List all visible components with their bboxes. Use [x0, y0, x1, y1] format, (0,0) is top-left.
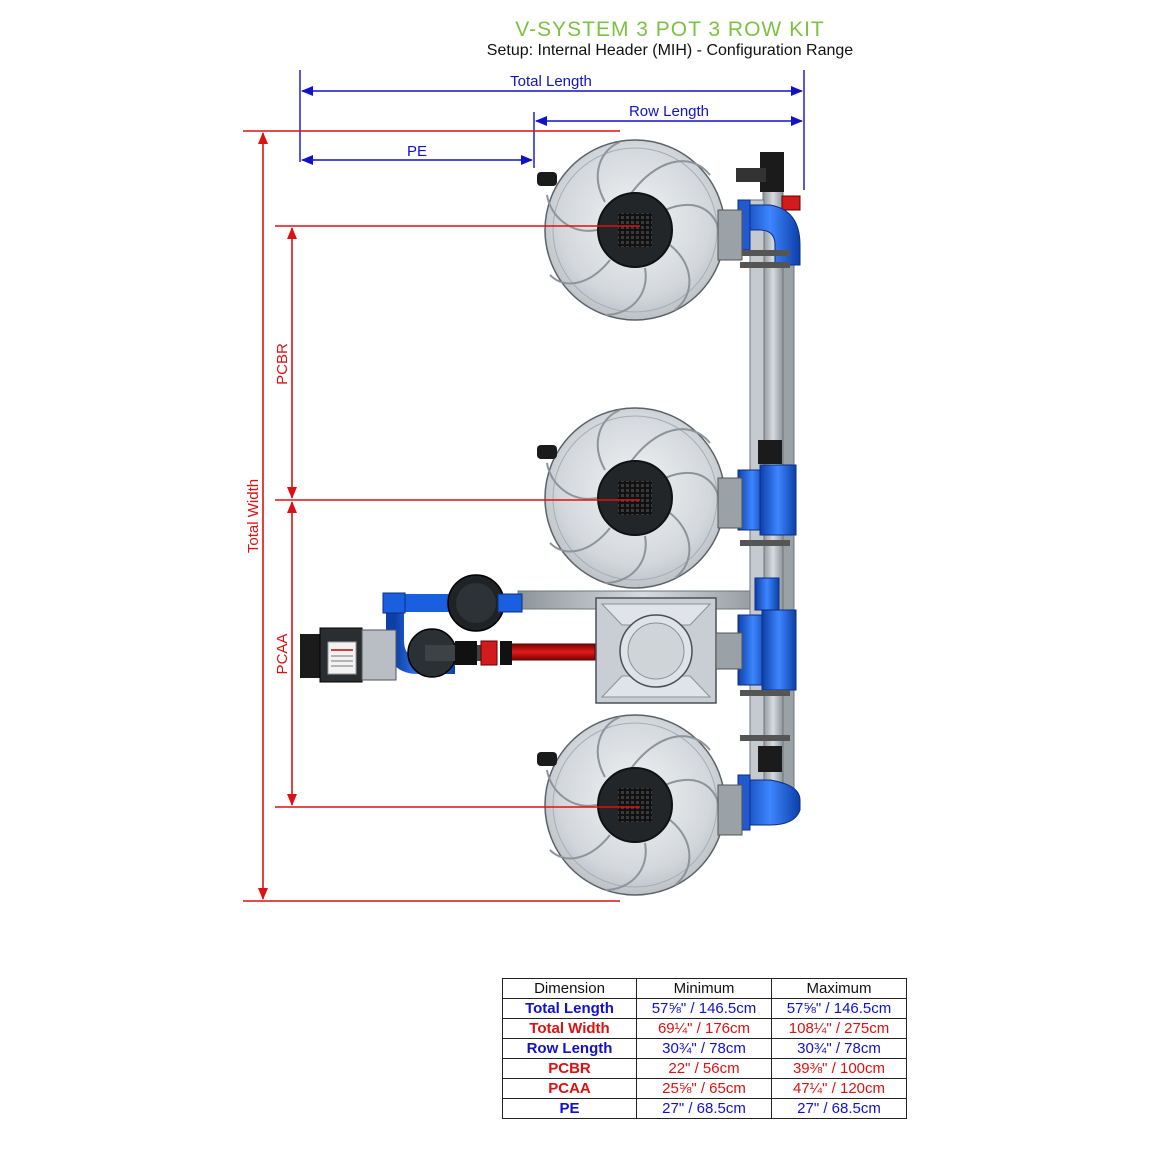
column-header: Minimum [636, 978, 772, 999]
pe-dimension: PE [301, 143, 533, 165]
column-header: Maximum [771, 978, 907, 999]
minimum-value: 30¾" / 78cm [636, 1038, 772, 1059]
column-header: Dimension [502, 978, 637, 999]
pump-assembly [382, 574, 523, 678]
dimension-name: Total Length [502, 998, 637, 1019]
table-row: Row Length 30¾" / 78cm 30¾" / 78cm [502, 1038, 907, 1059]
pe-label: PE [407, 143, 427, 160]
minimum-value: 25⅝" / 65cm [636, 1078, 772, 1099]
page-subtitle: Setup: Internal Header (MIH) - Configura… [486, 42, 854, 59]
maximum-value: 47¼" / 120cm [771, 1078, 907, 1099]
feed-pipe [504, 643, 596, 661]
dimension-name: PE [502, 1098, 637, 1119]
maximum-value: 57⅝" / 146.5cm [771, 998, 907, 1019]
total-width-dimension: Total Width [245, 132, 268, 900]
reservoir [595, 597, 717, 704]
pot-2 [544, 407, 726, 589]
dimension-name: PCAA [502, 1078, 637, 1099]
pump-controller [300, 627, 397, 683]
total-length-label: Total Length [510, 73, 592, 90]
table-row: PE 27" / 68.5cm 27" / 68.5cm [502, 1098, 907, 1119]
maximum-value: 30¾" / 78cm [771, 1038, 907, 1059]
minimum-value: 22" / 56cm [636, 1058, 772, 1079]
total-length-dimension: Total Length [301, 73, 803, 96]
drain-valve [781, 195, 801, 211]
dimension-name: PCBR [502, 1058, 637, 1079]
dimension-table: Dimension Minimum Maximum Total Length 5… [502, 978, 907, 1119]
maximum-value: 39⅜" / 100cm [771, 1058, 907, 1079]
pot-3 [544, 714, 726, 896]
dimension-name: Row Length [502, 1038, 637, 1059]
table-row: Total Width 69¼" / 176cm 108¼" / 275cm [502, 1018, 907, 1039]
row-length-dimension: Row Length [535, 103, 803, 126]
pcaa-dimension: PCAA [274, 501, 297, 806]
table-row: PCAA 25⅝" / 65cm 47¼" / 120cm [502, 1078, 907, 1099]
table-row: PCBR 22" / 56cm 39⅜" / 100cm [502, 1058, 907, 1079]
dimension-name: Total Width [502, 1018, 637, 1039]
system-diagram: Total Length Row Length PE Total Width P… [243, 70, 805, 902]
pcbr-dimension: PCBR [274, 227, 297, 499]
row-length-label: Row Length [629, 103, 709, 120]
maximum-value: 27" / 68.5cm [771, 1098, 907, 1119]
total-width-label: Total Width [245, 479, 262, 553]
pot-1 [544, 139, 726, 321]
table-header-row: Dimension Minimum Maximum [502, 978, 907, 999]
bottom-elbow [739, 779, 801, 826]
pump-connector [754, 577, 780, 611]
minimum-value: 27" / 68.5cm [636, 1098, 772, 1119]
minimum-value: 57⅝" / 146.5cm [636, 998, 772, 1019]
table-row: Total Length 57⅝" / 146.5cm 57⅝" / 146.5… [502, 998, 907, 1019]
minimum-value: 69¼" / 176cm [636, 1018, 772, 1039]
pcaa-label: PCAA [274, 634, 291, 675]
page-title: V-SYSTEM 3 POT 3 ROW KIT [515, 18, 825, 41]
maximum-value: 108¼" / 275cm [771, 1018, 907, 1039]
pcbr-label: PCBR [274, 343, 291, 385]
